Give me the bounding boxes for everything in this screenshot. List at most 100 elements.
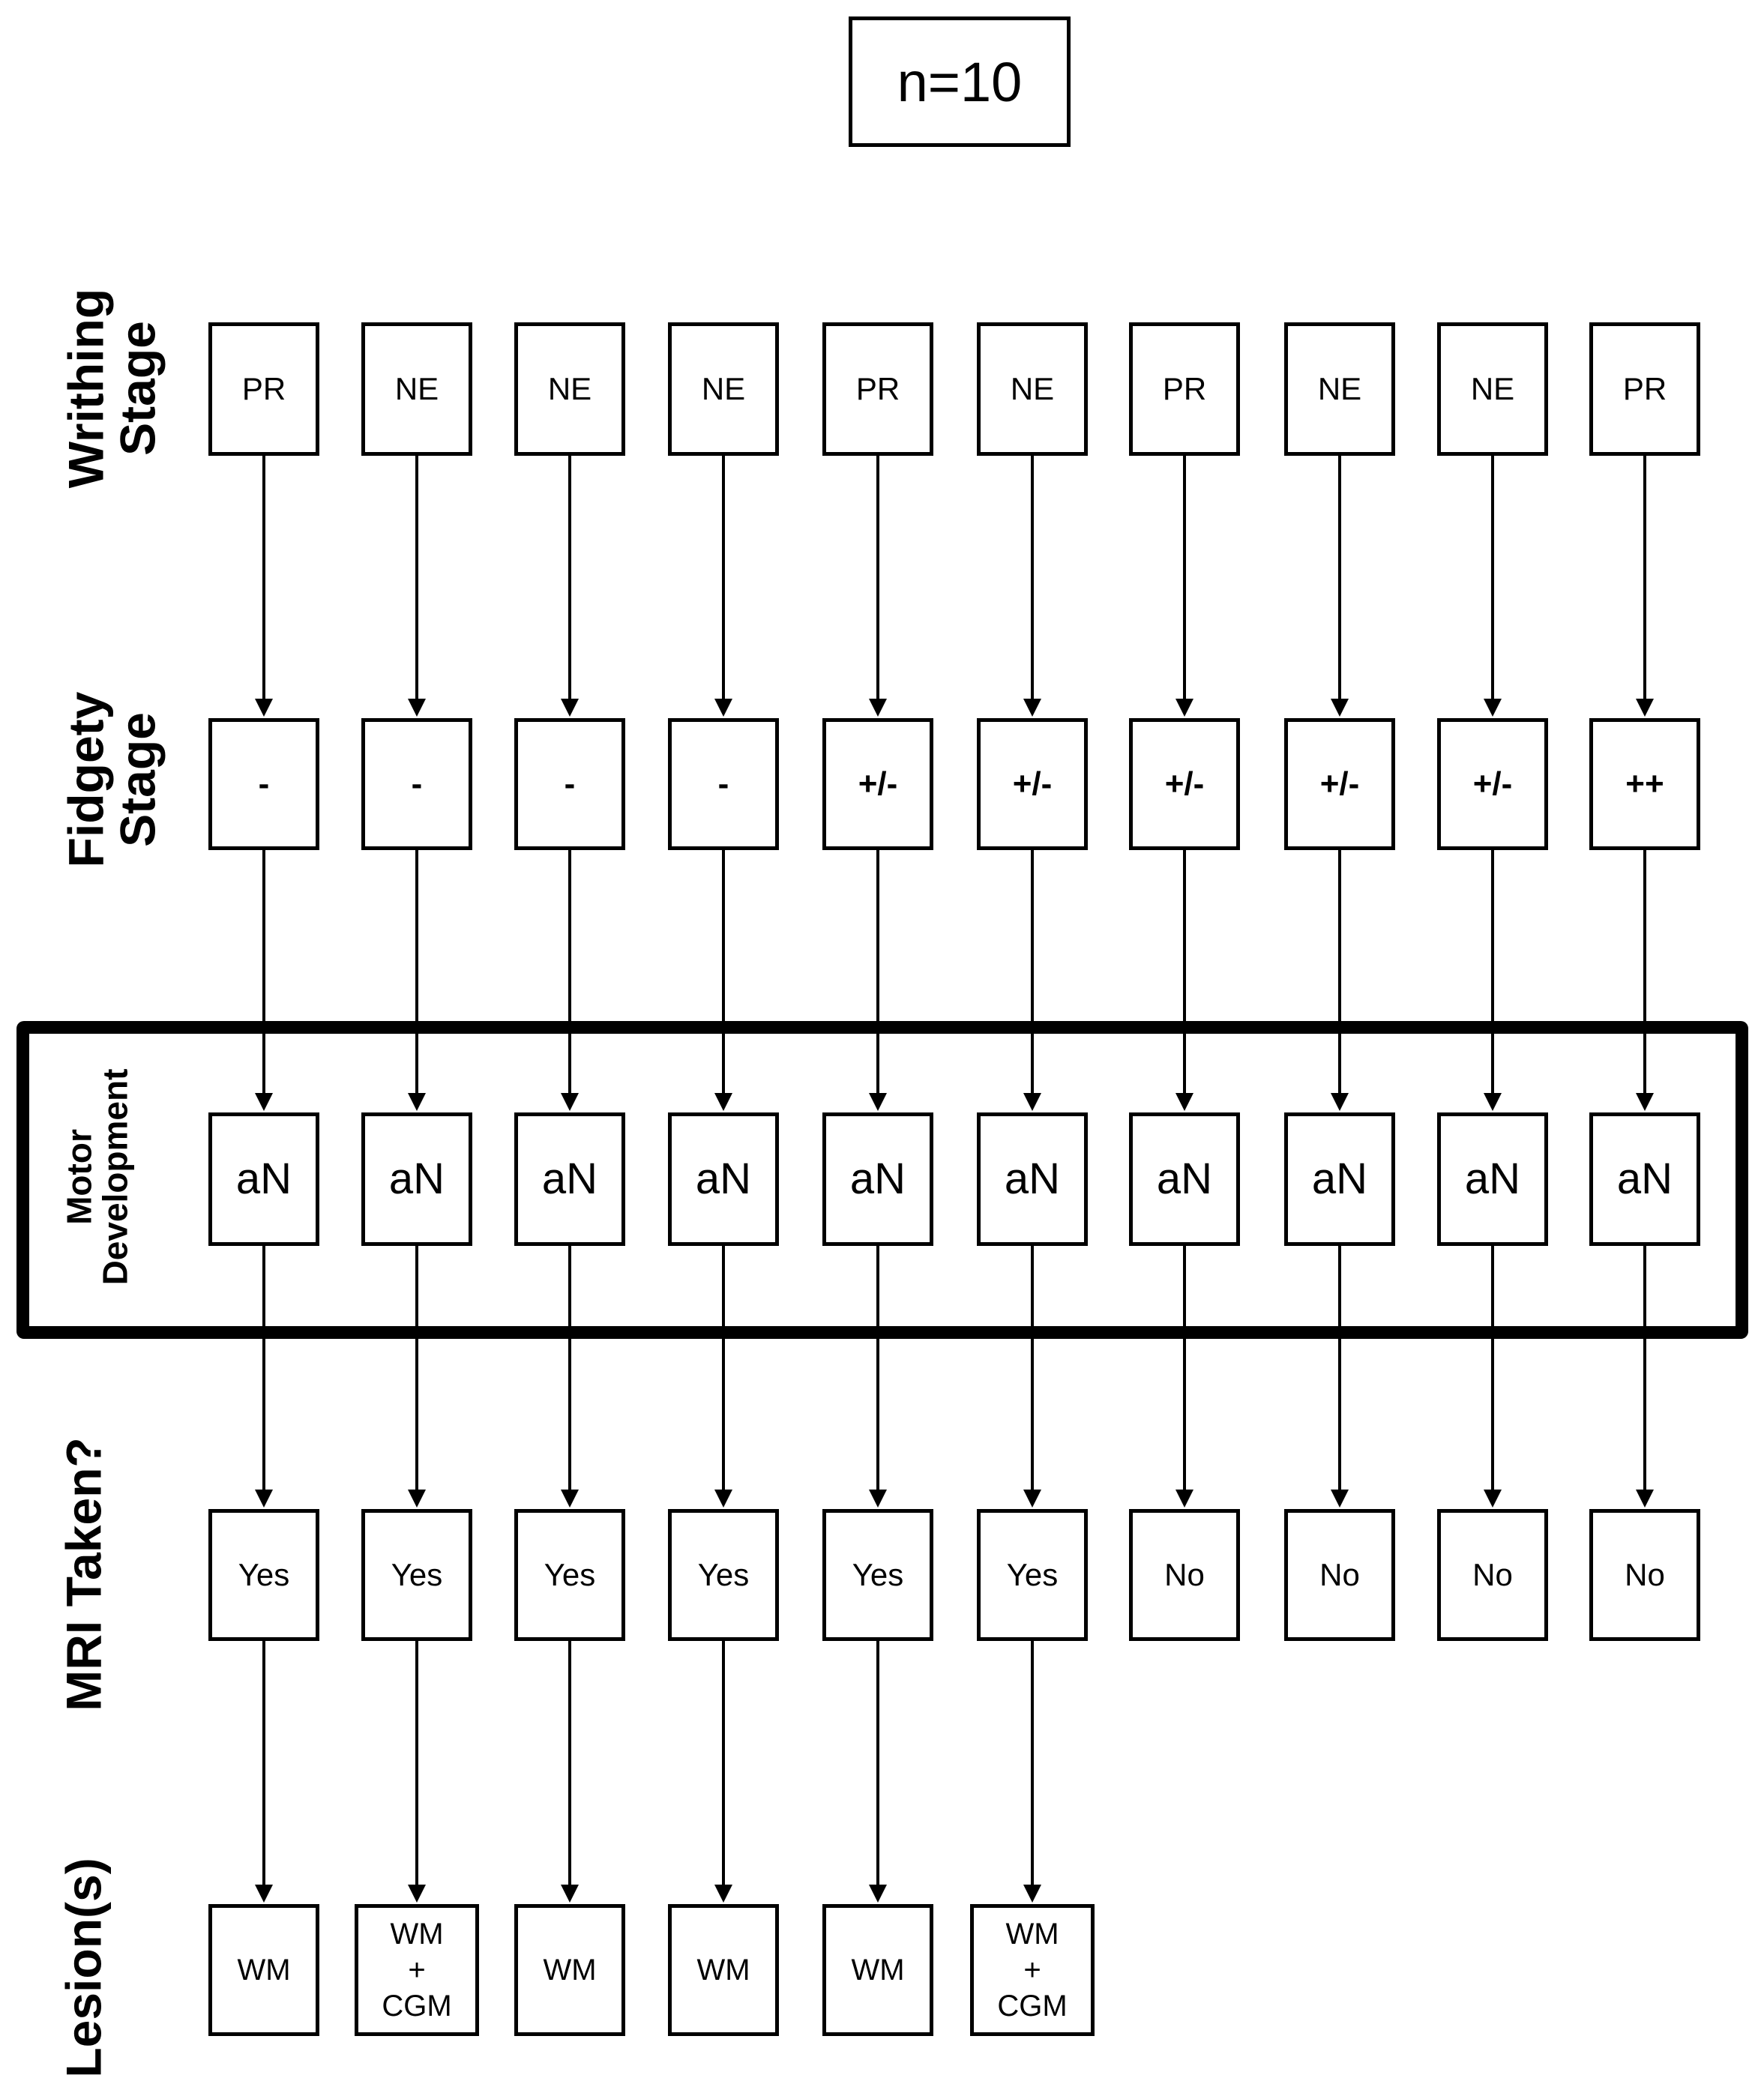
fidgety-node: -	[668, 718, 779, 850]
lesion-value: WM	[851, 1954, 905, 1987]
fidgety-value: +/-	[1319, 765, 1360, 802]
mri-node: No	[1284, 1509, 1395, 1641]
motor-value: aN	[1311, 1154, 1368, 1204]
lesion-node: WM + CGM	[970, 1904, 1095, 2036]
arrowhead-icon	[408, 1093, 426, 1111]
fidgety-value: -	[411, 765, 423, 802]
writhing-value: NE	[1317, 370, 1362, 406]
motor-node: aN	[822, 1112, 933, 1246]
arrowhead-icon	[1023, 1093, 1041, 1111]
motor-value: aN	[695, 1154, 752, 1204]
arrowhead-icon	[255, 1093, 273, 1111]
mri-value: No	[1625, 1556, 1665, 1592]
motor-node: aN	[1589, 1112, 1700, 1246]
fidgety-value: +/-	[1472, 765, 1513, 802]
writhing-value: NE	[1010, 370, 1055, 406]
arrowhead-icon	[1331, 1093, 1349, 1111]
arrowhead-icon	[1023, 1490, 1041, 1508]
fidgety-node: -	[361, 718, 472, 850]
arrowhead-icon	[561, 1093, 579, 1111]
motor-node: aN	[1284, 1112, 1395, 1246]
sample-size-text: n=10	[897, 50, 1023, 113]
arrowhead-icon	[1484, 699, 1502, 717]
arrowhead-icon	[869, 1093, 887, 1111]
fidgety-node: +/-	[1129, 718, 1240, 850]
fidgety-node: +/-	[822, 718, 933, 850]
writhing-node: PR	[1129, 322, 1240, 456]
arrowhead-icon	[255, 1490, 273, 1508]
mri-node: No	[1589, 1509, 1700, 1641]
arrowhead-icon	[408, 1490, 426, 1508]
motor-value: aN	[235, 1154, 292, 1204]
motor-development-highlight-frame	[16, 1021, 1748, 1339]
arrowhead-icon	[1176, 1490, 1193, 1508]
motor-value: aN	[1464, 1154, 1521, 1204]
motor-value: aN	[388, 1154, 445, 1204]
writhing-node: PR	[1589, 322, 1700, 456]
arrowhead-icon	[714, 1885, 732, 1903]
fidgety-node: +/-	[977, 718, 1088, 850]
mri-node: Yes	[514, 1509, 625, 1641]
mri-node: Yes	[361, 1509, 472, 1641]
fidgety-value: -	[258, 765, 270, 802]
mri-value: No	[1472, 1556, 1513, 1592]
arrowhead-icon	[1484, 1490, 1502, 1508]
arrowhead-icon	[714, 1093, 732, 1111]
fidgety-node: +/-	[1437, 718, 1548, 850]
mri-node: Yes	[208, 1509, 319, 1641]
motor-node: aN	[1437, 1112, 1548, 1246]
arrowhead-icon	[1636, 699, 1654, 717]
writhing-value: NE	[1470, 370, 1515, 406]
arrowhead-icon	[869, 699, 887, 717]
writhing-node: NE	[668, 322, 779, 456]
lesion-value: WM	[237, 1954, 291, 1987]
mri-node: No	[1129, 1509, 1240, 1641]
mri-value: No	[1319, 1556, 1360, 1592]
mri-value: Yes	[238, 1556, 290, 1592]
fidgety-value: +/-	[1164, 765, 1205, 802]
mri-value: No	[1164, 1556, 1205, 1592]
arrowhead-icon	[1636, 1490, 1654, 1508]
arrowhead-icon	[561, 1885, 579, 1903]
writhing-value: PR	[1162, 370, 1207, 406]
mri-value: Yes	[1006, 1556, 1059, 1592]
fidgety-value: -	[717, 765, 729, 802]
arrowhead-icon	[255, 1885, 273, 1903]
fidgety-node: +/-	[1284, 718, 1395, 850]
writhing-value: NE	[701, 370, 746, 406]
lesion-node: WM	[668, 1904, 779, 2036]
arrowhead-icon	[714, 699, 732, 717]
mri-value: Yes	[697, 1556, 750, 1592]
writhing-node: NE	[1284, 322, 1395, 456]
mri-value: Yes	[391, 1556, 443, 1592]
writhing-node: PR	[208, 322, 319, 456]
motor-node: aN	[514, 1112, 625, 1246]
lesion-value: WM + CGM	[382, 1918, 452, 2023]
mri-node: Yes	[977, 1509, 1088, 1641]
arrowhead-icon	[561, 1490, 579, 1508]
motor-value: aN	[1616, 1154, 1673, 1204]
sample-size-box: n=10	[849, 16, 1071, 147]
arrowhead-icon	[561, 699, 579, 717]
arrowhead-icon	[1331, 1490, 1349, 1508]
arrowhead-icon	[408, 699, 426, 717]
arrowhead-icon	[1023, 1885, 1041, 1903]
writhing-node: NE	[977, 322, 1088, 456]
lesion-value: WM	[543, 1954, 597, 1987]
lesion-value: WM + CGM	[997, 1918, 1068, 2023]
writhing-value: NE	[547, 370, 592, 406]
lesion-node: WM + CGM	[355, 1904, 479, 2036]
mri-node: Yes	[822, 1509, 933, 1641]
mri-node: No	[1437, 1509, 1548, 1641]
writhing-value: PR	[241, 370, 286, 406]
writhing-value: PR	[855, 370, 900, 406]
mri-node: Yes	[668, 1509, 779, 1641]
fidgety-node: -	[208, 718, 319, 850]
arrowhead-icon	[1176, 1093, 1193, 1111]
fidgety-node: ++	[1589, 718, 1700, 850]
motor-node: aN	[208, 1112, 319, 1246]
writhing-node: NE	[361, 322, 472, 456]
writhing-value: PR	[1622, 370, 1667, 406]
arrowhead-icon	[255, 699, 273, 717]
